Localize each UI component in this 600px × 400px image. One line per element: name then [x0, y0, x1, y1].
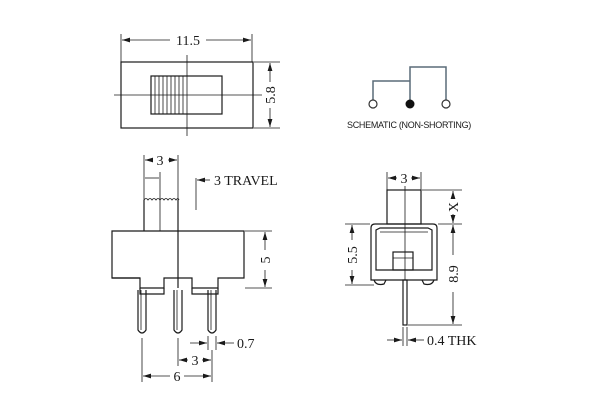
frame-height-dimension: 5.5	[346, 246, 361, 264]
terminal-open-icon	[368, 99, 378, 109]
schematic-label: SCHEMATIC (NON-SHORTING)	[347, 120, 471, 130]
contact-block	[392, 251, 414, 271]
pin-end	[402, 279, 408, 326]
frame-inner	[375, 227, 433, 271]
total-height-dimension: 8.9	[447, 265, 462, 283]
actuator-end	[386, 189, 422, 225]
schematic: SCHEMATIC (NON-SHORTING)	[347, 66, 472, 130]
width-dimension: 11.5	[176, 34, 200, 49]
pins	[137, 290, 217, 334]
pin-thickness-label: 0.4 THK	[427, 334, 477, 349]
pin-thickness-dimension: 0.7	[237, 337, 255, 352]
top-view: 11.5 5.8	[114, 34, 280, 136]
travel-label: 3 TRAVEL	[214, 174, 278, 189]
end-view: 3 5.5 X 8.9 0.4 THK	[345, 172, 477, 349]
actuator-break-line	[143, 198, 180, 201]
actuator-height-dimension: X	[447, 202, 462, 212]
terminal-open-icon	[441, 99, 451, 109]
height-dimension: 5.8	[264, 86, 279, 104]
body-height-dimension: 5	[259, 257, 274, 264]
end-actuator-width-dimension: 3	[401, 172, 408, 187]
actuator-width-dimension: 3	[157, 154, 164, 169]
terminal-common-icon	[405, 99, 415, 109]
pin-span-dimension: 6	[174, 370, 181, 385]
pin-pitch-dimension: 3	[192, 354, 199, 369]
side-view: 3 3 TRAVEL 5 0.7	[111, 154, 278, 385]
frame-outer	[370, 223, 438, 281]
